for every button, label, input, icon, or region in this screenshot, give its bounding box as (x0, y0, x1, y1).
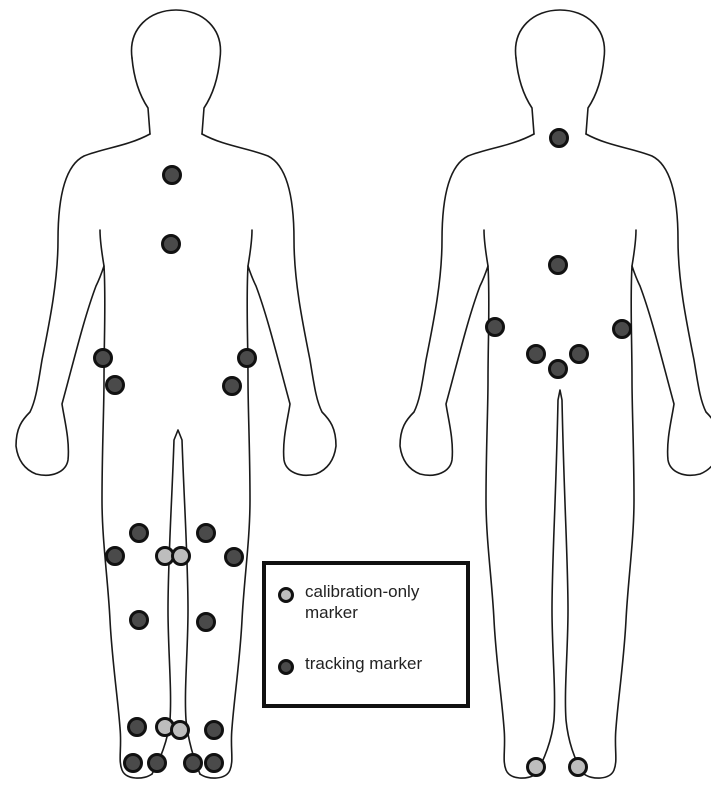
legend: calibration-only marker tracking marker (262, 561, 470, 708)
tracking-marker (131, 612, 148, 629)
legend-row-calibration: calibration-only marker (278, 581, 455, 623)
tracking-marker (185, 755, 202, 772)
tracking-marker (224, 378, 241, 395)
tracking-marker (107, 548, 124, 565)
tracking-marker (551, 130, 568, 147)
tracking-marker (125, 755, 142, 772)
calibration-marker (570, 759, 587, 776)
tracking-marker (550, 257, 567, 274)
tracking-marker (206, 722, 223, 739)
calibration-marker (172, 722, 189, 739)
tracking-marker (198, 614, 215, 631)
tracking-marker (487, 319, 504, 336)
tracking-marker (550, 361, 567, 378)
calibration-marker (528, 759, 545, 776)
tracking-marker (571, 346, 588, 363)
calibration-marker (173, 548, 190, 565)
tracking-marker (163, 236, 180, 253)
tracking-marker (95, 350, 112, 367)
calibration-label: calibration-only marker (305, 581, 455, 623)
tracking-marker (129, 719, 146, 736)
calibration-marker (157, 548, 174, 565)
tracking-marker-icon (278, 659, 294, 675)
tracking-marker (198, 525, 215, 542)
tracking-marker (206, 755, 223, 772)
calibration-marker-icon (278, 587, 294, 603)
tracking-marker (528, 346, 545, 363)
tracking-marker (164, 167, 181, 184)
legend-row-tracking: tracking marker (278, 653, 455, 675)
tracking-marker (149, 755, 166, 772)
tracking-marker (107, 377, 124, 394)
tracking-marker (131, 525, 148, 542)
tracking-label: tracking marker (305, 653, 455, 674)
tracking-marker (239, 350, 256, 367)
tracking-marker (614, 321, 631, 338)
tracking-marker (226, 549, 243, 566)
